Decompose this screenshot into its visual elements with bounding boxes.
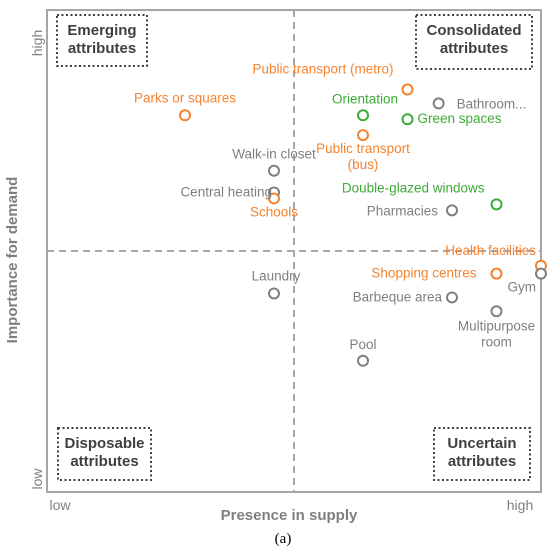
point-label: room xyxy=(481,334,512,349)
point-label: Pharmacies xyxy=(367,203,439,218)
x-axis-title: Presence in supply xyxy=(221,507,358,524)
point-marker xyxy=(357,109,369,122)
point-marker xyxy=(357,354,369,367)
point-label: Orientation xyxy=(332,91,398,106)
point-label: Pool xyxy=(349,337,376,352)
quadrant-label-emerging: attributes xyxy=(68,40,136,57)
point-marker xyxy=(432,97,445,110)
point-marker xyxy=(401,83,414,96)
point-label: Shopping centres xyxy=(371,266,476,281)
quadrant-label-disposable: attributes xyxy=(70,453,138,470)
point-marker xyxy=(268,287,280,300)
y-tick-low: low xyxy=(29,468,45,490)
quadrant-box-consolidated xyxy=(415,14,533,70)
quadrant-label-consolidated: attributes xyxy=(440,40,508,57)
quadrant-box-uncertain xyxy=(433,427,531,481)
point-marker xyxy=(535,267,547,280)
point-label: Laundry xyxy=(252,268,301,283)
quadrant-box-disposable xyxy=(57,427,152,481)
point-marker xyxy=(446,291,458,304)
point-marker xyxy=(268,164,280,177)
point-label: Health facilities xyxy=(445,243,536,258)
point-marker xyxy=(179,109,191,122)
point-label: Gym xyxy=(508,280,537,295)
y-tick-high: high xyxy=(29,30,45,56)
point-label: (bus) xyxy=(348,157,379,172)
point-label: Bathroom... xyxy=(457,96,527,111)
quadrant-label-uncertain: Uncertain xyxy=(447,435,516,452)
point-label: Central heating xyxy=(180,185,272,200)
panel-label: (a) xyxy=(275,531,292,547)
point-label: Public transport (metro) xyxy=(252,62,393,77)
point-marker xyxy=(490,305,503,318)
quadrant-label-emerging: Emerging xyxy=(67,22,136,39)
quadrant-box-emerging xyxy=(56,14,148,67)
y-axis-title: Importance for demand xyxy=(4,177,21,344)
point-marker xyxy=(357,129,369,142)
point-label: Walk-in closet xyxy=(232,147,316,162)
point-marker xyxy=(490,267,503,280)
quadrant-label-consolidated: Consolidated xyxy=(426,22,521,39)
point-label: Barbeque area xyxy=(353,289,443,304)
x-tick-high: high xyxy=(507,497,533,513)
point-marker xyxy=(401,113,414,126)
point-label: Double-glazed windows xyxy=(342,180,485,195)
point-label: Schools xyxy=(250,204,298,219)
quadrant-label-uncertain: attributes xyxy=(448,453,516,470)
point-marker xyxy=(268,192,280,205)
point-label: Parks or squares xyxy=(134,90,236,105)
point-marker xyxy=(490,198,503,211)
point-label: Public transport xyxy=(316,141,410,156)
point-label: Green spaces xyxy=(418,111,502,126)
point-label: Multipurpose xyxy=(458,318,535,333)
quadrant-label-disposable: Disposable xyxy=(64,435,144,452)
point-marker xyxy=(446,204,458,217)
x-tick-low: low xyxy=(49,497,71,513)
